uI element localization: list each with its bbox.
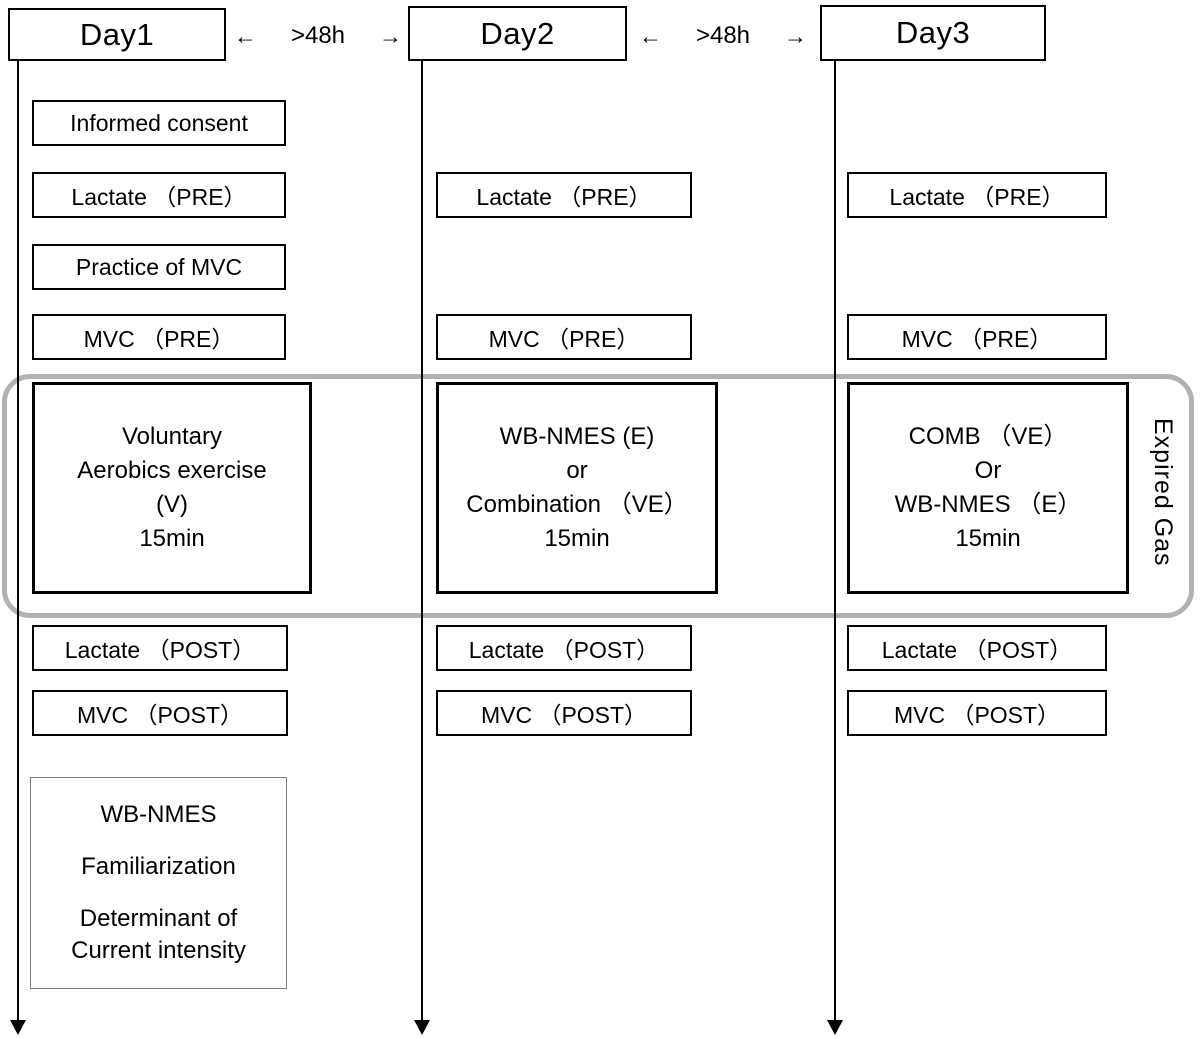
arrow-down-icon [10, 1020, 26, 1035]
mvc-pre-label: MVC （PRE） [901, 326, 1053, 352]
practice-mvc-box: Practice of MVC [32, 244, 286, 290]
lactate-post-label: Lactate （POST） [64, 637, 256, 663]
exercise-box-day2: WB-NMES (E) or Combination （VE） 15min [436, 382, 718, 594]
right-arrow-icon: → [379, 22, 402, 49]
exercise-line: Combination （VE） [466, 491, 688, 518]
lactate-pre-label: Lactate （PRE） [476, 184, 652, 210]
lactate-post-label: Lactate （POST） [468, 637, 660, 663]
familiarization-box: WB-NMES Familiarization Determinant of C… [30, 777, 287, 989]
interval-label: >48h [695, 22, 751, 49]
exercise-line: COMB （VE） [908, 423, 1068, 450]
mvc-pre-box-day3: MVC （PRE） [847, 314, 1107, 360]
informed-consent-label: Informed consent [70, 109, 248, 136]
informed-consent-box: Informed consent [32, 100, 286, 146]
right-arrow-icon: → [784, 22, 807, 49]
lactate-post-box-day1: Lactate （POST） [32, 625, 288, 671]
day2-header: Day2 [408, 6, 627, 61]
lactate-pre-label: Lactate （PRE） [71, 184, 247, 210]
mvc-post-label: MVC （POST） [893, 702, 1061, 728]
timeline-day2 [421, 61, 423, 1020]
day1-label: Day1 [79, 16, 155, 52]
lactate-post-box-day2: Lactate （POST） [436, 625, 692, 671]
lactate-pre-box-day2: Lactate （PRE） [436, 172, 692, 218]
practice-mvc-label: Practice of MVC [75, 253, 243, 280]
mvc-pre-box-day1: MVC （PRE） [32, 314, 286, 360]
exercise-line: Voluntary [121, 423, 223, 450]
mvc-pre-box-day2: MVC （PRE） [436, 314, 692, 360]
exercise-line: or [566, 457, 588, 484]
day1-header: Day1 [8, 8, 226, 61]
interval-day2-day3: ← >48h → [639, 18, 807, 54]
exercise-line: Or [974, 457, 1002, 484]
lactate-post-label: Lactate （POST） [881, 637, 1073, 663]
mvc-post-box-day1: MVC （POST） [32, 690, 288, 736]
exercise-line: 15min [955, 525, 1021, 552]
mvc-pre-label: MVC （PRE） [83, 326, 235, 352]
left-arrow-icon: ← [639, 22, 662, 49]
arrow-down-icon [414, 1020, 430, 1035]
mvc-post-label: MVC （POST） [480, 702, 648, 728]
exercise-line: 15min [544, 525, 610, 552]
arrow-down-icon [827, 1020, 843, 1035]
exercise-line: WB-NMES （E） [894, 491, 1082, 518]
exercise-line: 15min [139, 525, 205, 552]
mvc-post-box-day2: MVC （POST） [436, 690, 692, 736]
familiarization-line: Familiarization [81, 853, 236, 880]
familiarization-line: Determinant of [79, 905, 238, 932]
exercise-box-day1: Voluntary Aerobics exercise (V) 15min [32, 382, 312, 594]
expired-gas-band [2, 374, 1194, 618]
interval-label: >48h [290, 22, 346, 49]
exercise-line: (V) [156, 491, 188, 518]
lactate-pre-box-day3: Lactate （PRE） [847, 172, 1107, 218]
expired-gas-label: Expired Gas [1149, 418, 1177, 567]
lactate-post-box-day3: Lactate （POST） [847, 625, 1107, 671]
mvc-pre-label: MVC （PRE） [488, 326, 640, 352]
timeline-day3 [834, 61, 836, 1020]
mvc-post-box-day3: MVC （POST） [847, 690, 1107, 736]
lactate-pre-box-day1: Lactate （PRE） [32, 172, 286, 218]
timeline-day1 [17, 61, 19, 1020]
interval-day1-day2: ← >48h → [234, 18, 402, 54]
exercise-line: Aerobics exercise [77, 457, 267, 484]
mvc-post-label: MVC （POST） [76, 702, 244, 728]
exercise-line: WB-NMES (E) [499, 423, 655, 450]
lactate-pre-label: Lactate （PRE） [889, 184, 1065, 210]
familiarization-line: WB-NMES [100, 801, 217, 828]
left-arrow-icon: ← [234, 22, 257, 49]
exercise-box-day3: COMB （VE） Or WB-NMES （E） 15min [847, 382, 1129, 594]
day2-label: Day2 [480, 15, 555, 51]
day3-label: Day3 [895, 15, 971, 50]
familiarization-line: Current intensity [71, 937, 246, 964]
day3-header: Day3 [820, 5, 1046, 61]
